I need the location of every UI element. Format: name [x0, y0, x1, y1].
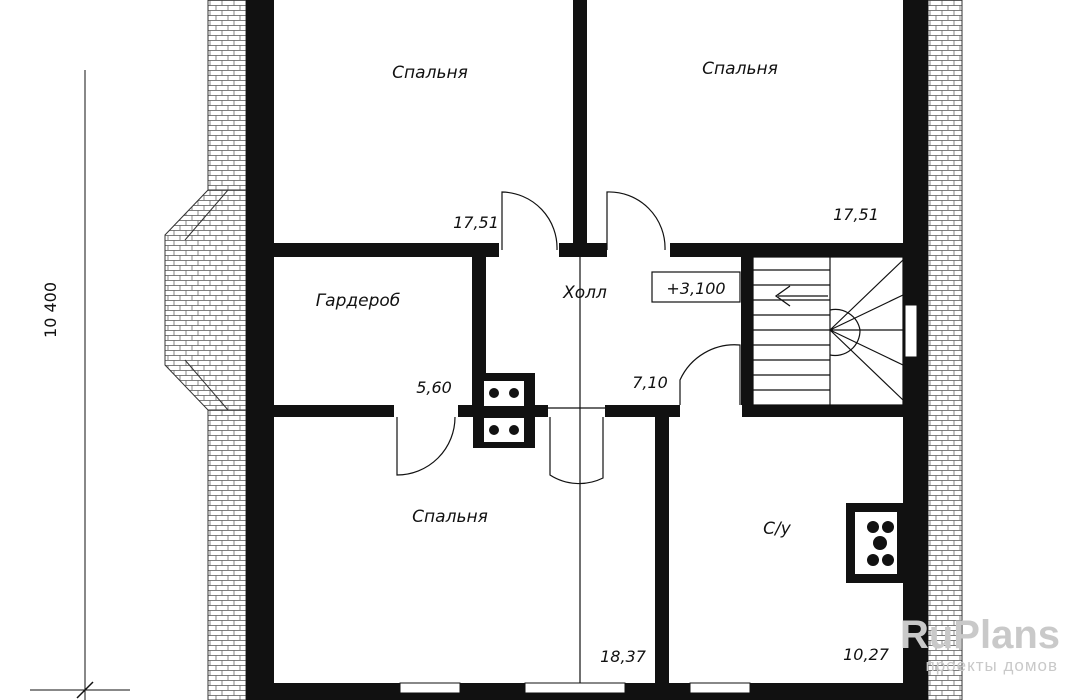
bottom-windows: [399, 682, 751, 694]
cladding-left: [164, 0, 247, 700]
level-mark-box: [651, 271, 741, 303]
dimension-label: 10 400: [41, 282, 60, 338]
right-window: [904, 304, 918, 358]
room-area-hall: 7,10: [632, 373, 668, 392]
room-area-bedroom-top-right: 17,51: [833, 205, 879, 224]
room-name-wardrobe: Гардероб: [316, 291, 401, 311]
room-name-bathroom: С/у: [763, 519, 792, 539]
room-area-wardrobe: 5,60: [416, 378, 452, 397]
boiler: [846, 503, 903, 583]
vent-shaft: [473, 373, 535, 448]
room-name-hall: Холл: [562, 283, 607, 303]
room-name-bedroom-bottom: Спальня: [412, 507, 488, 527]
cladding-right: [927, 0, 963, 700]
dimension-line-left: 10 400: [30, 70, 130, 700]
room-area-bathroom: 10,27: [843, 645, 890, 664]
watermark: RuPlans проекты домов: [900, 613, 1060, 675]
watermark-tagline: проекты домов: [926, 656, 1058, 675]
level-mark: +3,100: [666, 279, 725, 298]
room-name-bedroom-top-right: Спальня: [702, 59, 778, 79]
room-area-bedroom-top-left: 17,51: [453, 213, 499, 232]
doors: [396, 191, 741, 485]
interior-walls: [274, 0, 903, 683]
staircase: [752, 256, 904, 406]
room-area-bedroom-bottom: 18,37: [600, 647, 647, 666]
room-name-bedroom-top-left: Спальня: [392, 63, 468, 83]
watermark-brand: RuPlans: [900, 613, 1060, 657]
